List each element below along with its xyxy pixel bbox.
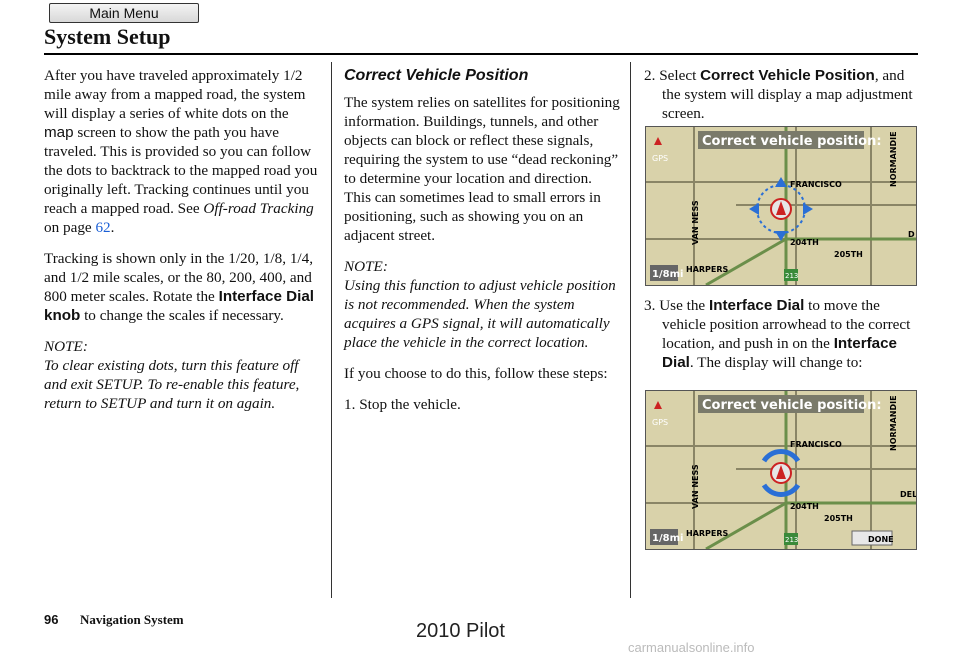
interface-dial-keyword: Interface Dial knob xyxy=(44,288,314,324)
map-adjustment-screen: Correct vehicle position: GPS FRANCISCO … xyxy=(645,126,917,286)
page-title: System Setup xyxy=(44,24,171,49)
gps-label: GPS xyxy=(652,418,668,427)
map-banner: Correct vehicle position: xyxy=(702,398,882,413)
north-icon xyxy=(654,137,662,145)
street-label: NORMANDIE xyxy=(889,395,898,451)
street-label: FRANCISCO xyxy=(790,440,842,449)
column-right-step3: 3. Use the Interface Dial to move the ve… xyxy=(644,296,920,384)
text: on page xyxy=(44,219,96,236)
map-graphic: Correct vehicle position: GPS FRANCISCO … xyxy=(646,391,916,549)
column-divider xyxy=(331,62,332,598)
street-label: VAN NESS xyxy=(691,200,700,245)
tracking-paragraph: After you have traveled approximately 1/… xyxy=(44,66,320,237)
model-watermark: 2010 Pilot xyxy=(416,620,505,642)
note-body: Using this function to adjust vehicle po… xyxy=(344,277,616,351)
cursor-arrows-icon xyxy=(749,177,813,241)
street-label: NORMANDIE xyxy=(889,131,898,187)
street-label: FRANCISCO xyxy=(790,180,842,189)
note-body: To clear existing dots, turn this featur… xyxy=(44,357,300,412)
gps-paragraph: The system relies on satellites for posi… xyxy=(344,94,620,244)
street-label: HARPERS xyxy=(686,529,729,538)
column-divider xyxy=(630,62,631,598)
section-heading: Correct Vehicle Position xyxy=(344,67,529,84)
street-label: DEL xyxy=(900,490,916,499)
street-label: 205TH xyxy=(834,250,863,259)
scale-label: 1/8mi xyxy=(652,533,683,544)
north-icon xyxy=(654,401,662,409)
done-button: DONE xyxy=(868,535,894,544)
page-link[interactable]: 62 xyxy=(95,219,111,236)
steps-intro: If you choose to do this, follow these s… xyxy=(344,365,608,382)
map-banner: Correct vehicle position: xyxy=(702,134,882,149)
scale-label: 1/8mi xyxy=(652,269,683,280)
text: After you have traveled approximately 1/… xyxy=(44,67,306,122)
note-heading: NOTE: xyxy=(44,338,88,355)
map-keyword: map xyxy=(44,124,74,141)
site-watermark: carmanualsonline.info xyxy=(628,640,755,655)
column-middle: Correct Vehicle Position The system reli… xyxy=(344,66,620,426)
street-label: 204TH xyxy=(790,238,819,247)
step-2: 2. Select Correct Vehicle Position, and … xyxy=(644,67,913,122)
scales-paragraph: Tracking is shown only in the 1/20, 1/8,… xyxy=(44,249,320,325)
step-3: 3. Use the Interface Dial to move the ve… xyxy=(644,297,911,371)
step-1: 1. Stop the vehicle. xyxy=(344,396,461,413)
map-adjustment-screen-result: Correct vehicle position: GPS FRANCISCO … xyxy=(645,390,917,550)
column-left: After you have traveled approximately 1/… xyxy=(44,66,320,425)
column-right: 2. Select Correct Vehicle Position, and … xyxy=(644,66,920,135)
note-heading: NOTE: xyxy=(344,258,388,275)
footer-label: Navigation System xyxy=(80,612,184,627)
page-number: 96 xyxy=(44,612,59,627)
route-shield: 213 xyxy=(785,536,798,544)
street-label: 204TH xyxy=(790,502,819,511)
xref-title: Off-road Tracking xyxy=(203,200,314,217)
map-graphic: Correct vehicle position: GPS FRANCISCO … xyxy=(646,127,916,285)
title-rule xyxy=(44,53,918,55)
route-shield: 213 xyxy=(785,272,798,280)
street-label: HARPERS xyxy=(686,265,729,274)
gps-label: GPS xyxy=(652,154,668,163)
street-label: VAN NESS xyxy=(691,464,700,509)
street-label: 205TH xyxy=(824,514,853,523)
text: screen to show the path you have travele… xyxy=(44,124,318,217)
text: Tracking is shown only in the 1/20, 1/8,… xyxy=(44,250,314,305)
text: to change the scales if necessary. xyxy=(80,307,284,324)
rotate-arrows-icon xyxy=(761,449,801,497)
main-menu-button[interactable]: Main Menu xyxy=(49,3,199,23)
street-label: D xyxy=(908,230,915,239)
text: . xyxy=(110,219,115,236)
